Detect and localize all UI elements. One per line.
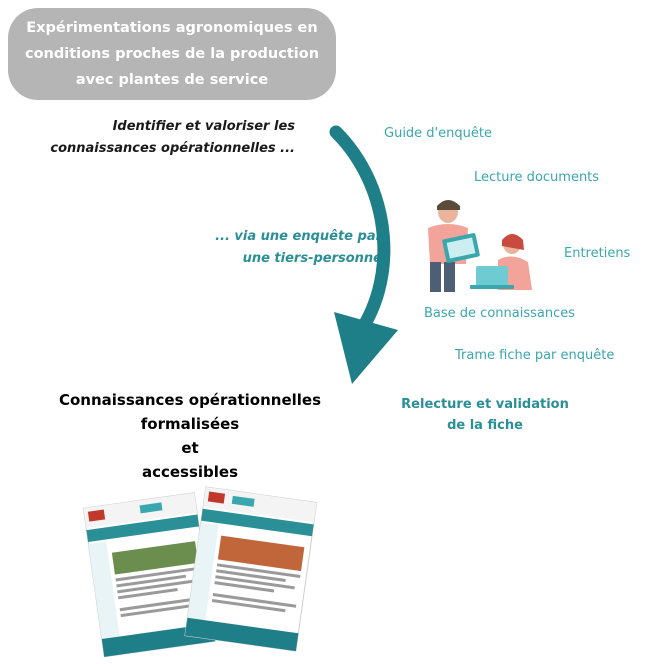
goal-line-2: connaissances opérationnelles ...	[50, 141, 295, 156]
step-relecture: Relecture et validation de la fiche	[380, 394, 590, 436]
relecture-line-1: Relecture et validation	[401, 397, 569, 412]
method-line-2: une tiers-personne	[242, 251, 382, 266]
header-line-1: Expérimentations agronomiques en	[26, 20, 318, 36]
goal-line-1: Identifier et valoriser les	[112, 119, 295, 134]
step-lecture: Lecture documents	[474, 170, 600, 185]
relecture-line-2: de la fiche	[447, 418, 523, 433]
step-base: Base de connaissances	[424, 306, 575, 321]
result-line-1: Connaissances opérationnelles	[58, 391, 322, 409]
step-guide: Guide d'enquête	[384, 126, 492, 141]
process-arrow	[329, 125, 398, 384]
header-pill: Expérimentations agronomiques en conditi…	[8, 8, 336, 100]
fiche-document-2	[184, 486, 318, 652]
goal-text: Identifier et valoriser les connaissance…	[40, 116, 295, 160]
step-trame: Trame fiche par enquête	[455, 348, 615, 363]
step-entretiens: Entretiens	[564, 246, 631, 261]
man-with-tablet-icon	[428, 200, 480, 292]
result-line-2: formalisées	[140, 415, 240, 433]
result-line-4: accessibles	[141, 463, 239, 481]
result-line-3: et	[181, 439, 199, 457]
header-line-3: avec plantes de service	[75, 72, 269, 88]
woman-with-laptop-icon	[470, 234, 532, 290]
fiche-document-1	[82, 492, 216, 658]
method-line-1: ... via une enquête par	[215, 229, 382, 244]
result-text: Connaissances opérationnelles formalisée…	[40, 388, 340, 484]
method-text: ... via une enquête par une tiers-person…	[190, 226, 382, 270]
header-line-2: conditions proches de la production	[24, 46, 320, 62]
